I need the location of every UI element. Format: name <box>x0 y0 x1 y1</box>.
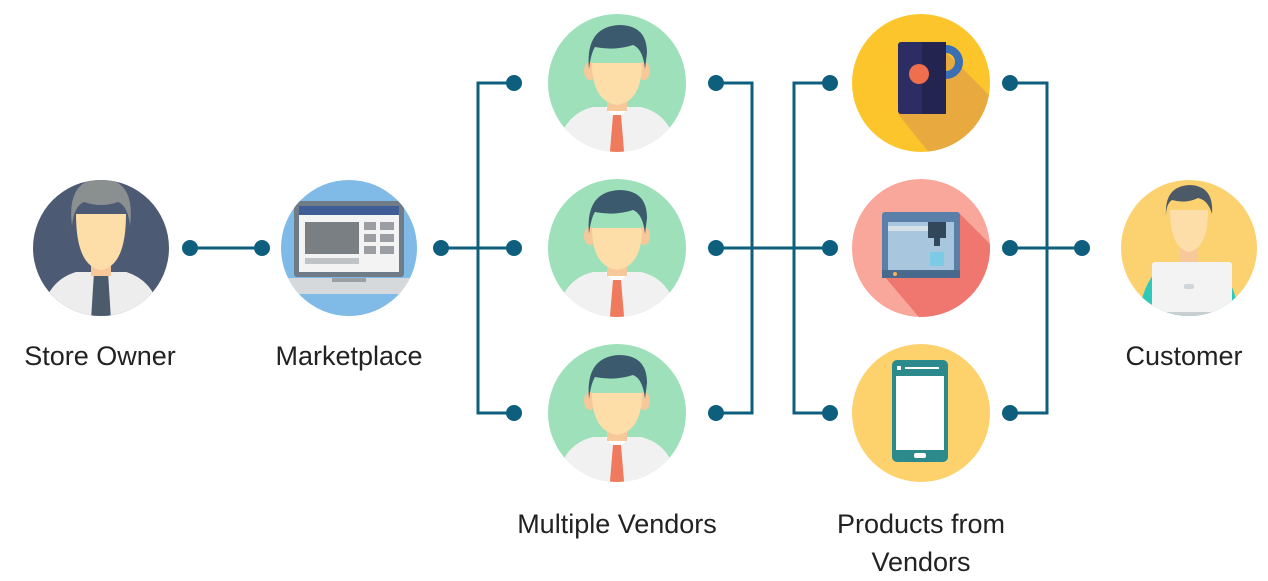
vendor-person-icon <box>548 14 686 152</box>
customer-laptop-icon <box>1121 180 1257 316</box>
mug-product-icon <box>852 14 990 152</box>
3d-printer-product-icon <box>852 179 990 317</box>
products-from-vendors-label-line1: Products from <box>836 509 1006 539</box>
store-owner-label: Store Owner <box>24 341 176 371</box>
marketplace-label: Marketplace <box>275 341 423 371</box>
connector-lines <box>190 81 1082 415</box>
vendor-person-icon <box>548 179 686 317</box>
customer-label: Customer <box>1125 341 1243 371</box>
multiple-vendors-label: Multiple Vendors <box>517 509 717 539</box>
marketplace-laptop-icon <box>281 180 417 316</box>
vendor-person-icon <box>548 344 686 482</box>
smartphone-product-icon <box>852 344 990 482</box>
store-owner-icon <box>33 180 169 316</box>
products-from-vendors-label-line2: Vendors <box>871 547 971 577</box>
connector-dots <box>182 75 1090 421</box>
